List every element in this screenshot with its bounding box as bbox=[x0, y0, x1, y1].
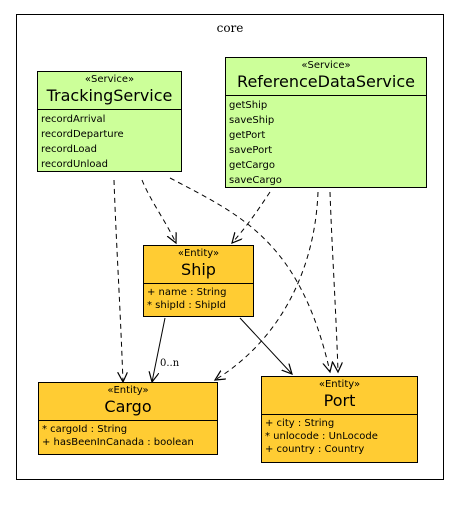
package-title: core bbox=[216, 21, 244, 35]
member-list: + name : String * shipId : ShipId bbox=[144, 284, 253, 314]
edge-refdata-port bbox=[329, 191, 338, 372]
class-ship: «Entity» Ship + name : String * shipId :… bbox=[143, 245, 254, 317]
edge-refdata-cargo bbox=[215, 191, 319, 380]
member: recordLoad bbox=[41, 144, 97, 155]
member: recordDeparture bbox=[41, 129, 124, 140]
class-header: «Service» ReferenceDataService bbox=[226, 58, 426, 96]
member: * unlocode : UnLocode bbox=[265, 431, 378, 442]
stereotype: «Entity» bbox=[107, 385, 149, 396]
member: * shipId : ShipId bbox=[147, 300, 226, 311]
class-tracking-service: «Service» TrackingService recordArrival … bbox=[37, 71, 182, 172]
class-name: Port bbox=[323, 391, 356, 410]
member: recordUnload bbox=[41, 159, 108, 170]
member: + name : String bbox=[147, 287, 227, 298]
class-name: Cargo bbox=[104, 397, 152, 416]
member: + country : Country bbox=[265, 444, 365, 455]
package-core: core bbox=[16, 14, 444, 480]
edge-tracking-port bbox=[169, 177, 330, 372]
member: getPort bbox=[229, 130, 266, 141]
member-list: recordArrival recordDeparture recordLoad… bbox=[38, 110, 181, 174]
edge-refdata-ship bbox=[232, 191, 271, 243]
stereotype: «Service» bbox=[84, 74, 135, 85]
member-list: + city : String * unlocode : UnLocode + … bbox=[262, 415, 417, 458]
edge-ship-cargo bbox=[152, 317, 166, 382]
class-name: Ship bbox=[181, 260, 216, 279]
class-header: «Entity» Port bbox=[262, 377, 417, 415]
member: * cargoId : String bbox=[42, 424, 128, 435]
stereotype: «Entity» bbox=[318, 379, 361, 390]
member: savePort bbox=[229, 145, 273, 156]
member-list: getShip saveShip getPort savePort getCar… bbox=[226, 96, 426, 190]
member: getCargo bbox=[229, 160, 275, 171]
class-port: «Entity» Port + city : String * unlocode… bbox=[261, 376, 418, 463]
member: + city : String bbox=[265, 418, 335, 429]
member: recordArrival bbox=[41, 114, 106, 125]
stereotype: «Entity» bbox=[177, 248, 220, 259]
class-name: ReferenceDataService bbox=[237, 72, 415, 91]
multiplicity-label: 0..n bbox=[160, 358, 180, 369]
member-list: * cargoId : String + hasBeenInCanada : b… bbox=[39, 421, 217, 451]
member: + hasBeenInCanada : boolean bbox=[42, 437, 194, 448]
edge-tracking-ship bbox=[141, 179, 176, 243]
class-header: «Entity» Cargo bbox=[39, 383, 217, 421]
member: getShip bbox=[229, 100, 268, 111]
class-cargo: «Entity» Cargo * cargoId : String + hasB… bbox=[38, 382, 218, 455]
stereotype: «Service» bbox=[301, 60, 351, 71]
member: saveShip bbox=[229, 115, 275, 126]
edge-tracking-cargo bbox=[113, 179, 123, 382]
class-name: TrackingService bbox=[46, 86, 173, 105]
edge-ship-port bbox=[239, 317, 292, 374]
member: saveCargo bbox=[229, 175, 282, 186]
class-reference-data-service: «Service» ReferenceDataService getShip s… bbox=[225, 57, 427, 188]
class-header: «Service» TrackingService bbox=[38, 72, 181, 110]
class-header: «Entity» Ship bbox=[144, 246, 253, 284]
